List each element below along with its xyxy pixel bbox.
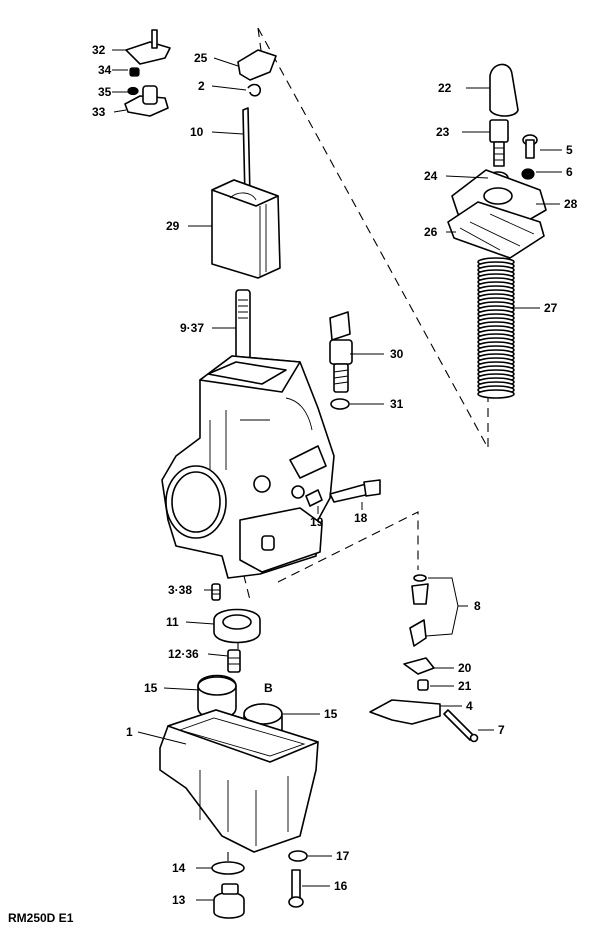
callout-25: 25 (194, 51, 208, 65)
callout-labels: 32 34 35 33 25 2 10 29 9·37 30 31 22 23 … (8, 43, 578, 925)
carburetor-body (161, 355, 335, 579)
callout-8: 8 (474, 599, 481, 613)
callout-14: 14 (172, 861, 186, 875)
callout-4: 4 (466, 699, 473, 713)
gasket-texture (459, 213, 535, 251)
drain-washer (288, 850, 308, 862)
callout-11: 11 (166, 615, 179, 629)
starter-plunger (329, 311, 353, 393)
float-pin (443, 709, 479, 743)
leader-lines (112, 49, 562, 901)
callout-31: 31 (390, 397, 404, 411)
callout-28: 28 (564, 197, 578, 211)
callout-13: 13 (172, 893, 186, 907)
main-jet (227, 649, 241, 673)
drain-bolt (288, 869, 304, 908)
callout-1: 1 (126, 725, 133, 739)
o-ring-part (330, 398, 350, 410)
rubber-cap (489, 63, 519, 117)
callout-2: 2 (198, 79, 205, 93)
air-screw (305, 479, 381, 507)
callout-10: 10 (190, 125, 204, 139)
callout-30: 30 (390, 347, 404, 361)
callout-34: 34 (98, 63, 112, 77)
callout-12-36: 12·36 (168, 647, 199, 661)
callout-9-37: 9·37 (180, 321, 204, 335)
callout-b: B (264, 681, 273, 695)
callout-5: 5 (566, 143, 573, 157)
callout-26: 26 (424, 225, 438, 239)
float-chamber (159, 709, 319, 853)
callout-24: 24 (424, 169, 438, 183)
callout-17: 17 (336, 849, 350, 863)
diagram-code: RM250D E1 (8, 911, 74, 925)
cap-screw (522, 134, 538, 159)
float-left (197, 674, 237, 720)
callout-18: 18 (354, 511, 368, 525)
callout-21: 21 (458, 679, 472, 693)
cap-part (237, 49, 277, 81)
clip-part (247, 83, 262, 97)
callout-22: 22 (438, 81, 452, 95)
callout-35: 35 (98, 85, 112, 99)
throttle-spring (477, 257, 515, 399)
arm-screw (417, 679, 429, 691)
callout-29: 29 (166, 219, 180, 233)
air-screw-holder-set (124, 29, 171, 117)
callout-19: 19 (310, 515, 324, 529)
callout-6: 6 (566, 165, 573, 179)
washer-part (521, 168, 535, 180)
callout-32: 32 (92, 43, 106, 57)
cable-adjuster (489, 119, 509, 167)
float-bracket (369, 699, 441, 725)
throttle-valve (211, 179, 281, 279)
pilot-jet (211, 583, 221, 601)
callout-15-right: 15 (324, 707, 338, 721)
callout-15-left: 15 (144, 681, 158, 695)
callout-3-38: 3·38 (168, 583, 192, 597)
jet-holder (213, 608, 261, 644)
callout-16: 16 (334, 879, 348, 893)
drain-o-ring (211, 861, 245, 875)
callout-20: 20 (458, 661, 472, 675)
callout-23: 23 (436, 125, 450, 139)
callout-7: 7 (498, 723, 505, 737)
callout-33: 33 (92, 105, 106, 119)
drain-plug (213, 883, 245, 919)
callout-27: 27 (544, 301, 558, 315)
needle-valve-set (409, 574, 429, 647)
top-gasket (447, 201, 545, 259)
float-arm (403, 657, 435, 675)
